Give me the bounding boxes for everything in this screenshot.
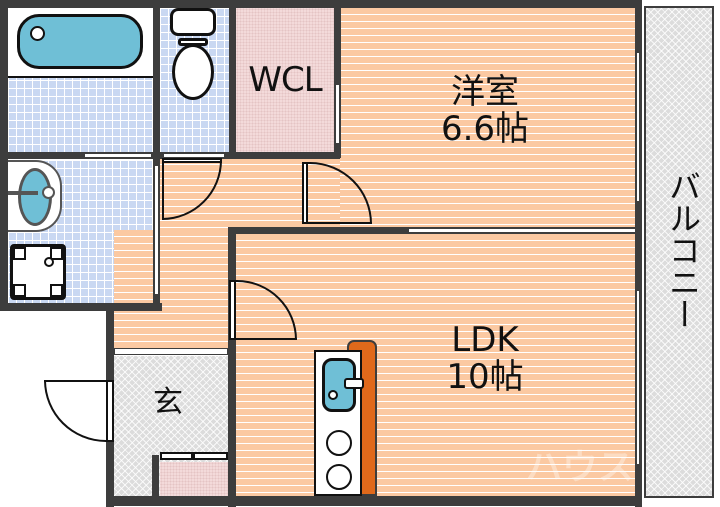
stove-burner-1-icon bbox=[326, 430, 352, 456]
hallway-floor-lower bbox=[114, 230, 232, 348]
wash-basin bbox=[8, 160, 62, 232]
ldk-name: LDK bbox=[451, 320, 519, 360]
wm-corner-tr bbox=[50, 247, 63, 260]
stove-burner-2-icon bbox=[326, 464, 352, 490]
wall-toilet-wcl bbox=[229, 0, 236, 158]
faucet-knob-icon bbox=[42, 186, 55, 199]
bathtub bbox=[8, 8, 153, 78]
western-room-label: 洋室 6.6帖 bbox=[400, 72, 570, 150]
sliding-door-balcony-upper[interactable] bbox=[636, 52, 640, 202]
wm-corner-bl bbox=[13, 284, 26, 297]
sink-faucet-icon bbox=[344, 378, 364, 389]
wall-bath-bottom bbox=[0, 303, 162, 311]
entrance-door-swing bbox=[44, 380, 108, 442]
sliding-door-balcony-lower[interactable] bbox=[636, 290, 640, 465]
wall-right bbox=[635, 0, 642, 507]
wcl-door[interactable] bbox=[335, 84, 340, 144]
bath-door[interactable] bbox=[84, 153, 152, 158]
ldk-floor bbox=[236, 234, 636, 496]
toilet-door[interactable] bbox=[163, 153, 225, 158]
sliding-door-room-ldk[interactable] bbox=[408, 228, 636, 233]
shoe-closet-door-left[interactable] bbox=[160, 452, 193, 460]
wall-top bbox=[0, 0, 640, 8]
wall-wcl-right bbox=[334, 0, 341, 158]
western-room-size: 6.6帖 bbox=[440, 109, 530, 150]
bathtub-drain-icon bbox=[30, 26, 45, 41]
toilet-bowl bbox=[172, 44, 214, 100]
sink-drain-icon bbox=[328, 390, 338, 400]
wcl-floor bbox=[236, 8, 334, 153]
shoe-closet bbox=[160, 462, 228, 496]
entrance-step bbox=[114, 348, 228, 355]
wash-sliding-door[interactable] bbox=[154, 165, 159, 295]
wall-ldk-left bbox=[228, 227, 236, 507]
faucet-icon bbox=[8, 191, 38, 195]
wm-corner-tl bbox=[13, 247, 26, 260]
western-room-name: 洋室 bbox=[451, 72, 519, 112]
wm-corner-br bbox=[50, 284, 63, 297]
bathtub-basin bbox=[17, 14, 143, 69]
wcl-label: WCL bbox=[248, 60, 322, 100]
toilet-tank bbox=[170, 8, 216, 36]
shoe-closet-door-right[interactable] bbox=[193, 452, 228, 460]
balcony-label: バルコニー bbox=[664, 170, 702, 330]
wall-bottom bbox=[106, 496, 640, 506]
watermark: ハウス bbox=[525, 447, 634, 488]
wall-closet-left bbox=[152, 455, 159, 500]
toilet bbox=[168, 8, 220, 102]
kitchen-counter bbox=[314, 350, 364, 496]
ldk-label: LDK 10帖 bbox=[400, 320, 570, 398]
entrance-label: 玄 bbox=[153, 385, 183, 420]
western-room-floor bbox=[340, 8, 635, 230]
balcony-floor bbox=[644, 6, 714, 498]
ldk-size: 10帖 bbox=[446, 357, 524, 398]
wm-drain-icon bbox=[44, 257, 54, 267]
washing-machine bbox=[10, 244, 66, 300]
